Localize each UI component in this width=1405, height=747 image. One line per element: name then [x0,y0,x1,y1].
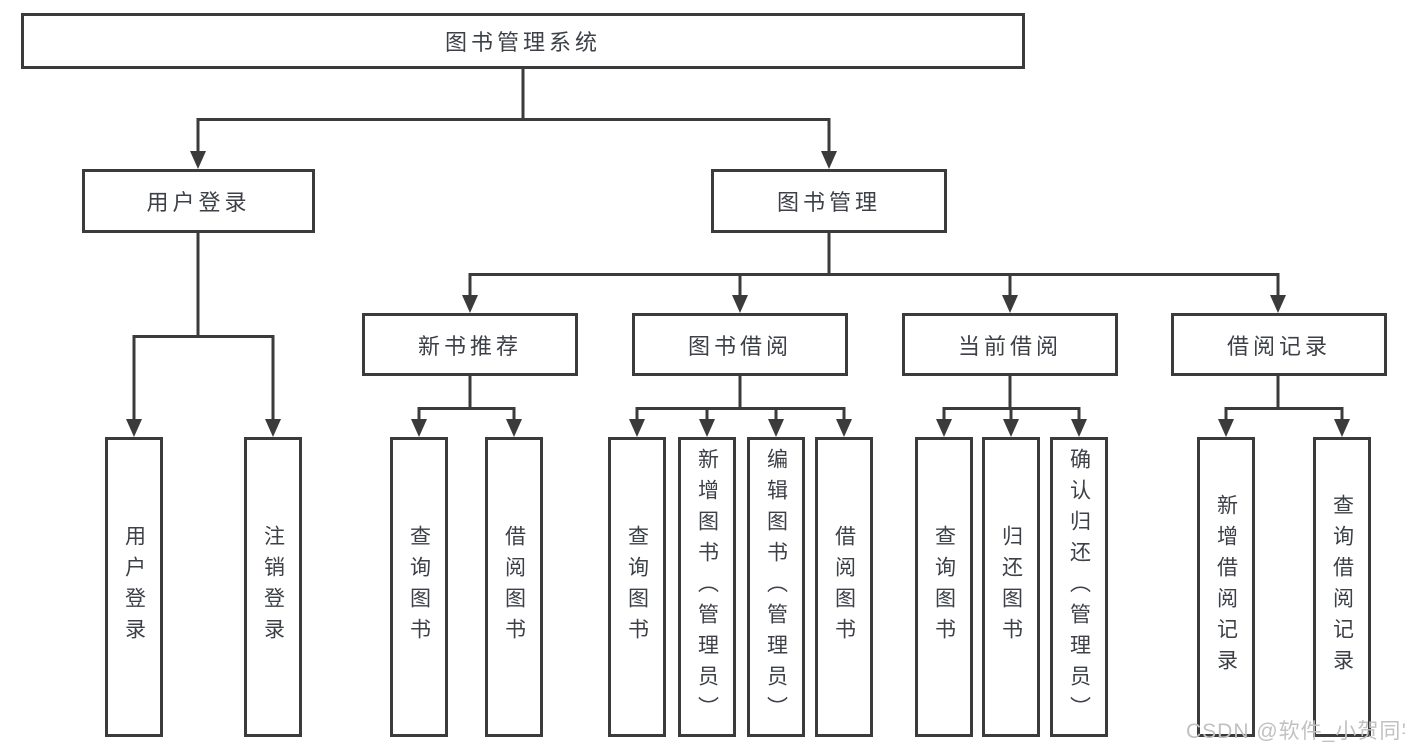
leaf-borrow-query-books-label: 查询图书 [625,525,649,649]
leaf-user-logout-label: 注销登录 [261,525,285,649]
leaf-current-query-books-label: 查询图书 [932,525,956,649]
connector-root-to-level2 [190,69,837,169]
node-borrow-records: 借阅记录 [1171,313,1387,376]
leaf-borrow-borrow-books: 借阅图书 [815,437,873,737]
leaf-records-add-record: 新增借阅记录 [1197,437,1255,737]
connector-book-to-level3 [462,233,1286,313]
connector-borrow-to-children [629,376,852,437]
leaf-newbook-query-books: 查询图书 [390,437,448,737]
connector-records-to-children [1218,376,1350,437]
leaf-user-login: 用户登录 [105,437,163,737]
node-root-label: 图书管理系统 [444,30,601,55]
node-book-management: 图书管理 [711,169,947,233]
connector-newbook-to-children [411,376,522,437]
node-book-borrow-label: 图书借阅 [687,333,792,359]
leaf-borrow-borrow-books-label: 借阅图书 [832,525,856,649]
leaf-records-query-record: 查询借阅记录 [1313,437,1371,737]
leaf-borrow-query-books: 查询图书 [608,437,666,737]
leaf-user-login-label: 用户登录 [122,525,146,649]
leaf-borrow-add-books-admin-label: 新增图书（管理员） [695,447,719,727]
leaf-borrow-edit-books-admin-label: 编辑图书（管理员） [764,447,788,727]
leaf-records-query-record-label: 查询借阅记录 [1330,494,1354,680]
leaf-newbook-borrow-books-label: 借阅图书 [502,525,526,649]
node-book-borrow: 图书借阅 [632,313,848,376]
node-book-management-label: 图书管理 [776,190,881,215]
node-new-book-recommend: 新书推荐 [362,313,578,376]
node-user-login: 用户登录 [82,169,315,233]
leaf-borrow-edit-books-admin: 编辑图书（管理员） [747,437,805,737]
connector-current-to-children [936,376,1087,437]
node-borrow-records-label: 借阅记录 [1226,333,1331,359]
node-root: 图书管理系统 [21,13,1025,69]
leaf-user-logout: 注销登录 [244,437,302,737]
leaf-current-confirm-return-admin-label: 确认归还（管理员） [1067,447,1091,727]
connector-user-to-children [126,233,281,437]
leaf-newbook-borrow-books: 借阅图书 [485,437,543,737]
node-new-book-recommend-label: 新书推荐 [417,333,522,359]
leaf-current-confirm-return-admin: 确认归还（管理员） [1050,437,1108,737]
node-current-borrow-label: 当前借阅 [957,333,1062,359]
node-user-login-label: 用户登录 [146,190,251,215]
leaf-records-add-record-label: 新增借阅记录 [1214,494,1238,680]
node-current-borrow: 当前借阅 [902,313,1118,376]
leaf-current-return-books-label: 归还图书 [999,525,1023,649]
leaf-newbook-query-books-label: 查询图书 [407,525,431,649]
leaf-current-return-books: 归还图书 [982,437,1040,737]
watermark: CSDN @软件_小贺同学 [1186,720,1405,743]
leaf-borrow-add-books-admin: 新增图书（管理员） [678,437,736,737]
leaf-current-query-books: 查询图书 [915,437,973,737]
